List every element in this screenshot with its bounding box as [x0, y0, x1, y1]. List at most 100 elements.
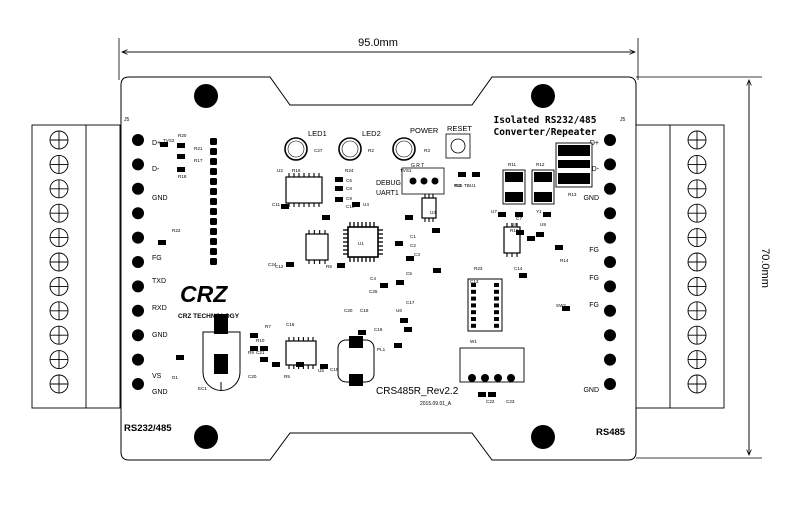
- terminal-screw: [49, 252, 69, 272]
- smd-part: [555, 245, 563, 250]
- terminal-screw: [49, 203, 69, 223]
- terminal-screw: [49, 301, 69, 321]
- ic-chip: [285, 173, 323, 207]
- smd-part: [380, 283, 388, 288]
- refdes-label: R6: [326, 264, 332, 269]
- refdes-label: R5: [284, 374, 290, 379]
- smd-part: [320, 364, 328, 369]
- smd-part: [406, 256, 414, 261]
- terminal-pad: [132, 329, 144, 342]
- refdes-label: R21: [194, 146, 203, 151]
- ic-chip: [421, 194, 437, 222]
- refdes-label: Y1: [536, 209, 542, 214]
- via: [210, 248, 217, 255]
- terminal-pad: [604, 378, 616, 390]
- smd-part: [432, 228, 440, 233]
- left-pin-label: GND: [152, 389, 168, 396]
- capacitor-ec1: [202, 314, 241, 391]
- refdes-label: R3: [424, 148, 430, 153]
- refdes-label: D1: [172, 375, 178, 380]
- smd-part: [250, 333, 258, 338]
- refdes-label: R10: [256, 338, 265, 343]
- terminal-screw: [687, 154, 707, 174]
- smd-part: [458, 172, 466, 177]
- right-pin-label: GND: [583, 387, 599, 394]
- smd-part: [515, 212, 523, 217]
- refdes-label: C19: [360, 308, 369, 313]
- terminal-screw: [687, 276, 707, 296]
- crz-logo: CRZ CRZ TECHNOLOGY: [178, 281, 240, 320]
- height-label: 70.0mm: [759, 248, 771, 288]
- terminal-pad: [604, 207, 616, 220]
- terminal-pad: [132, 134, 144, 146]
- terminal-pad: [604, 304, 616, 317]
- left-terminal-ref: J5: [124, 117, 130, 123]
- refdes-label: C14: [514, 266, 523, 271]
- refdes-label: TBU1: [464, 183, 476, 188]
- left-pin-label: GND: [152, 195, 168, 202]
- refdes-label: C20: [344, 308, 353, 313]
- smd-part: [562, 306, 570, 311]
- smd-part: [396, 280, 404, 285]
- terminal-pad: [132, 256, 144, 268]
- right-terminal-screws: [687, 130, 707, 394]
- terminal-pad: [604, 280, 616, 293]
- smd-part: [177, 167, 185, 172]
- left-port-label: RS232/485: [124, 423, 172, 434]
- refdes-label: TVS2: [163, 138, 175, 143]
- left-pin-label: GND: [152, 332, 168, 339]
- led2: LED2: [338, 129, 381, 161]
- right-terminal-pads: [604, 134, 616, 390]
- smd-part: [335, 186, 343, 191]
- terminal-screw: [49, 154, 69, 174]
- right-pin-label: FG: [589, 275, 599, 282]
- via: [210, 188, 217, 195]
- smd-part: [488, 392, 496, 397]
- height-dimension: 70.0mm: [636, 76, 771, 459]
- board-title-line2: Converter/Repeater: [494, 127, 597, 138]
- refdes-label: C6: [346, 178, 352, 183]
- terminal-screw: [49, 325, 69, 345]
- refdes-label: U4: [363, 202, 369, 207]
- refdes-label: C12: [275, 264, 284, 269]
- via: [210, 138, 217, 145]
- ic-chip: [305, 230, 329, 264]
- refdes-label: C13: [470, 279, 479, 284]
- via: [210, 168, 217, 175]
- refdes-label: C17: [406, 300, 415, 305]
- via: [210, 148, 217, 155]
- refdes-label: W1: [470, 339, 477, 344]
- left-terminal-screws: [49, 130, 69, 394]
- refdes-label: C11: [272, 202, 281, 207]
- via: [210, 178, 217, 185]
- via: [210, 158, 217, 165]
- smd-part: [478, 392, 486, 397]
- terminal-screw: [49, 276, 69, 296]
- right-pin-label: FG: [589, 302, 599, 309]
- refdes-label: R4: [455, 183, 461, 188]
- smd-part: [404, 327, 412, 332]
- right-pin-label: FG: [589, 247, 599, 254]
- refdes-label: R25: [454, 183, 463, 188]
- reset-switch: RESET: [445, 124, 472, 159]
- terminal-screw: [687, 203, 707, 223]
- refdes-label: R15: [510, 228, 519, 233]
- via-column: [210, 138, 217, 265]
- left-pin-label: TXD: [152, 278, 166, 285]
- led2-label: LED2: [362, 129, 381, 138]
- terminal-screw: [687, 179, 707, 199]
- right-pin-label: D-: [592, 166, 600, 173]
- smd-part: [281, 204, 289, 209]
- right-terminal-ref: J5: [620, 117, 626, 123]
- smd-part: [296, 362, 304, 367]
- power-led: POWER: [392, 126, 439, 161]
- terminal-screw: [49, 130, 69, 150]
- refdes-label: R11: [508, 162, 517, 167]
- smd-part: [394, 343, 402, 348]
- board-title-line1: Isolated RS232/485: [494, 115, 597, 126]
- logo-subtitle: CRZ TECHNOLOGY: [178, 313, 240, 320]
- logo-brand: CRZ: [180, 281, 228, 307]
- refdes-label: C10: [346, 204, 355, 209]
